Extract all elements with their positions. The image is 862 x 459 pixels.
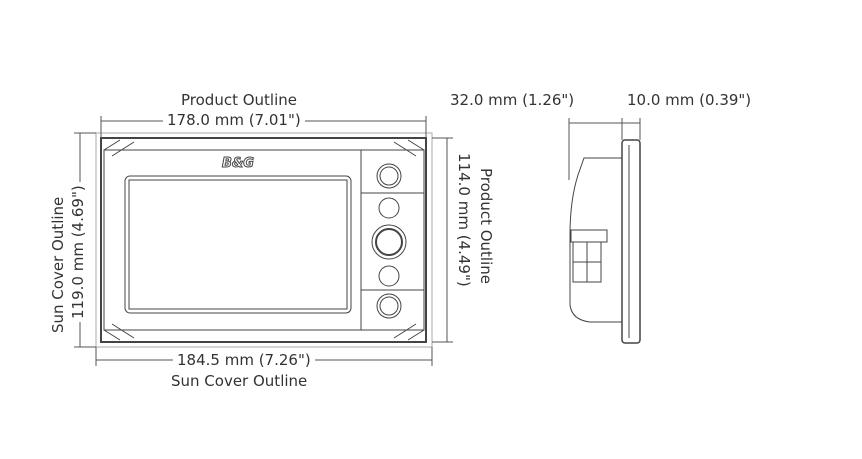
- top-dimension: 178.0 mm (7.01"): [163, 112, 305, 129]
- depth-dimension: 32.0 mm (1.26"): [450, 91, 575, 109]
- right-dimension: 114.0 mm (4.49"): [455, 150, 473, 290]
- bottom-dimension: 184.5 mm (7.26"): [173, 352, 315, 369]
- side-view: [569, 139, 641, 344]
- bottom-label: Sun Cover Outline: [171, 372, 308, 390]
- brand-logo: B&G: [222, 156, 254, 171]
- right-label: Product Outline: [477, 168, 495, 284]
- left-label: Sun Cover Outline: [49, 196, 67, 333]
- bezel-dimension: 10.0 mm (0.39"): [627, 91, 752, 109]
- top-label: Product Outline: [181, 91, 297, 109]
- left-dimension: 119.0 mm (4.69"): [69, 182, 87, 322]
- front-view: B&G: [95, 132, 433, 348]
- dimension-lines: [74, 116, 641, 366]
